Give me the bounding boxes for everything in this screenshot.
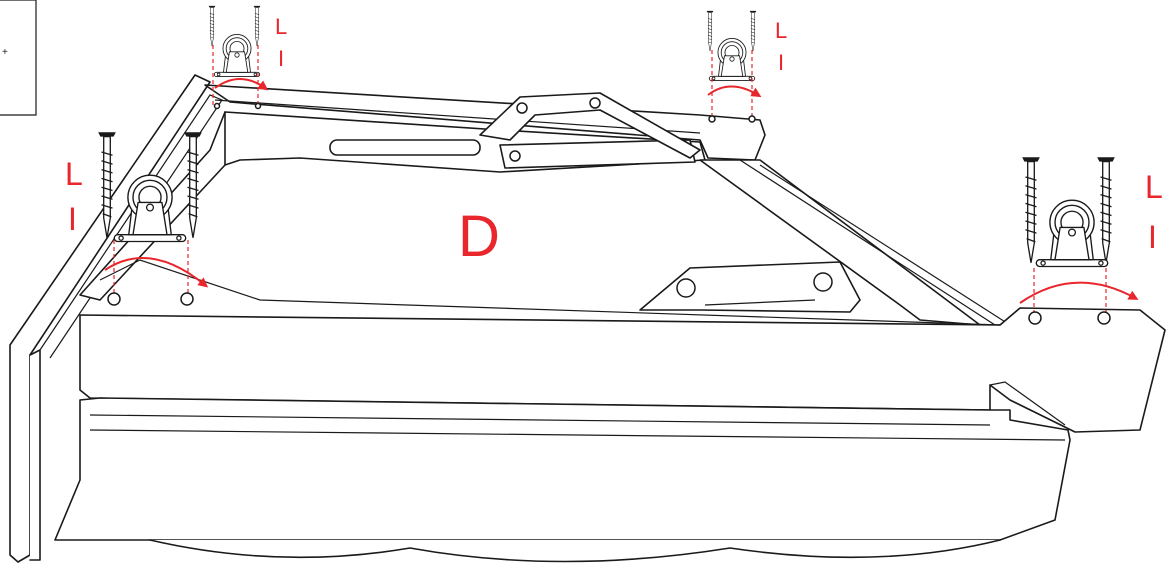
rotation-arrow-icon	[104, 257, 209, 288]
callout-top-label: L	[275, 14, 287, 39]
furniture-body	[9, 74, 1166, 563]
callout-top-label: L	[1145, 169, 1163, 205]
caster-group-4: L I	[1019, 156, 1163, 325]
caster-group-1: L I	[208, 5, 287, 110]
callout-bottom-label: I	[778, 50, 784, 75]
rotation-arrow-icon	[707, 85, 762, 98]
rotation-arrow-icon	[214, 78, 269, 91]
partial-frame-box	[0, 0, 37, 116]
rotation-arrow-icon	[1019, 281, 1139, 304]
center-part-label: D	[458, 204, 500, 269]
callout-bottom-label: I	[278, 46, 284, 71]
wood-screw-icon	[253, 5, 261, 47]
callout-top-label: L	[775, 18, 787, 43]
callout-bottom-label: I	[1148, 219, 1157, 255]
wood-screw-icon	[749, 10, 757, 52]
wood-screw-icon	[1021, 156, 1041, 264]
caster-wheel-icon	[1035, 199, 1109, 268]
caster-wheel-icon	[213, 33, 261, 78]
svg-text:+: +	[2, 47, 8, 58]
callout-bottom-label: I	[68, 201, 77, 237]
caster-group-3: L I	[65, 131, 209, 306]
callout-top-label: L	[65, 156, 83, 192]
wood-screw-icon	[1096, 156, 1116, 264]
caster-wheel-icon	[708, 37, 756, 82]
wood-screw-icon	[706, 10, 714, 52]
caster-group-2: L I	[706, 10, 787, 123]
wood-screw-icon	[208, 5, 216, 47]
